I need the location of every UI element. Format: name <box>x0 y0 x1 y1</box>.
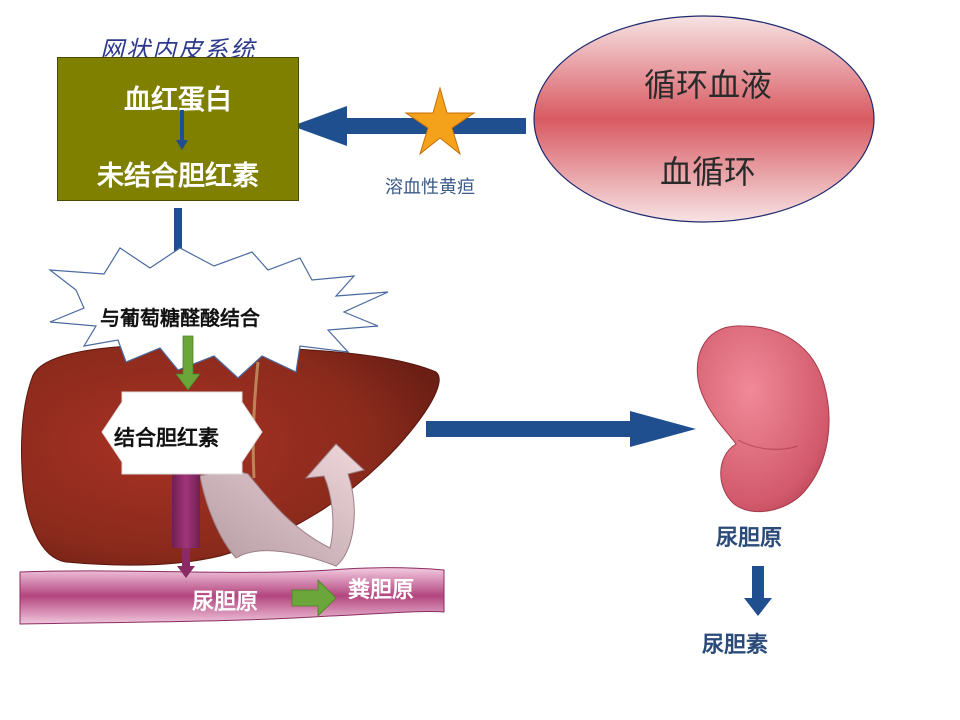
star-icon <box>404 86 476 156</box>
hemoglobin-label: 血红蛋白 <box>124 85 232 116</box>
hemolytic-jaundice-label: 溶血性黄疸 <box>385 177 475 198</box>
arrow-to-reticuloendothelial <box>292 106 526 146</box>
green-arrow-intestine <box>291 579 337 617</box>
intestine-illustration <box>19 567 445 625</box>
circulation-ellipse <box>533 15 875 223</box>
stercobilinogen-label: 粪胆原 <box>348 578 415 603</box>
kidney-urobilinogen-label: 尿胆原 <box>716 526 783 551</box>
bile-duct-arrow <box>177 548 195 578</box>
conjugated-bilirubin-label: 结合胆红素 <box>114 426 219 450</box>
urobilin-label: 尿胆素 <box>702 633 769 658</box>
kidney-lobe-line <box>737 439 799 450</box>
reticuloendothelial-box: 血红蛋白 未结合胆红素 <box>57 57 299 201</box>
hemoglobin-to-bilirubin-arrow <box>176 110 188 150</box>
glucuronide-conjugation-label: 与葡萄糖醛酸结合 <box>100 306 260 330</box>
arrow-down-to-liver <box>166 208 190 285</box>
intestine-urobilinogen-label: 尿胆原 <box>192 590 259 615</box>
arrow-to-kidney <box>426 411 696 447</box>
circulating-blood-label: 循环血液 <box>643 66 772 104</box>
blood-circulation-label: 血循环 <box>659 153 756 191</box>
conjugated-bilirubin-shape <box>101 391 263 475</box>
bile-duct-stem <box>172 472 200 548</box>
glucuronide-starburst <box>48 247 389 379</box>
kidney-illustration <box>696 325 830 513</box>
arrow-urobilinogen-to-urobilin <box>744 566 772 616</box>
unconjugated-bilirubin-label: 未结合胆红素 <box>97 161 259 192</box>
green-arrow-to-conjugated <box>175 335 201 391</box>
